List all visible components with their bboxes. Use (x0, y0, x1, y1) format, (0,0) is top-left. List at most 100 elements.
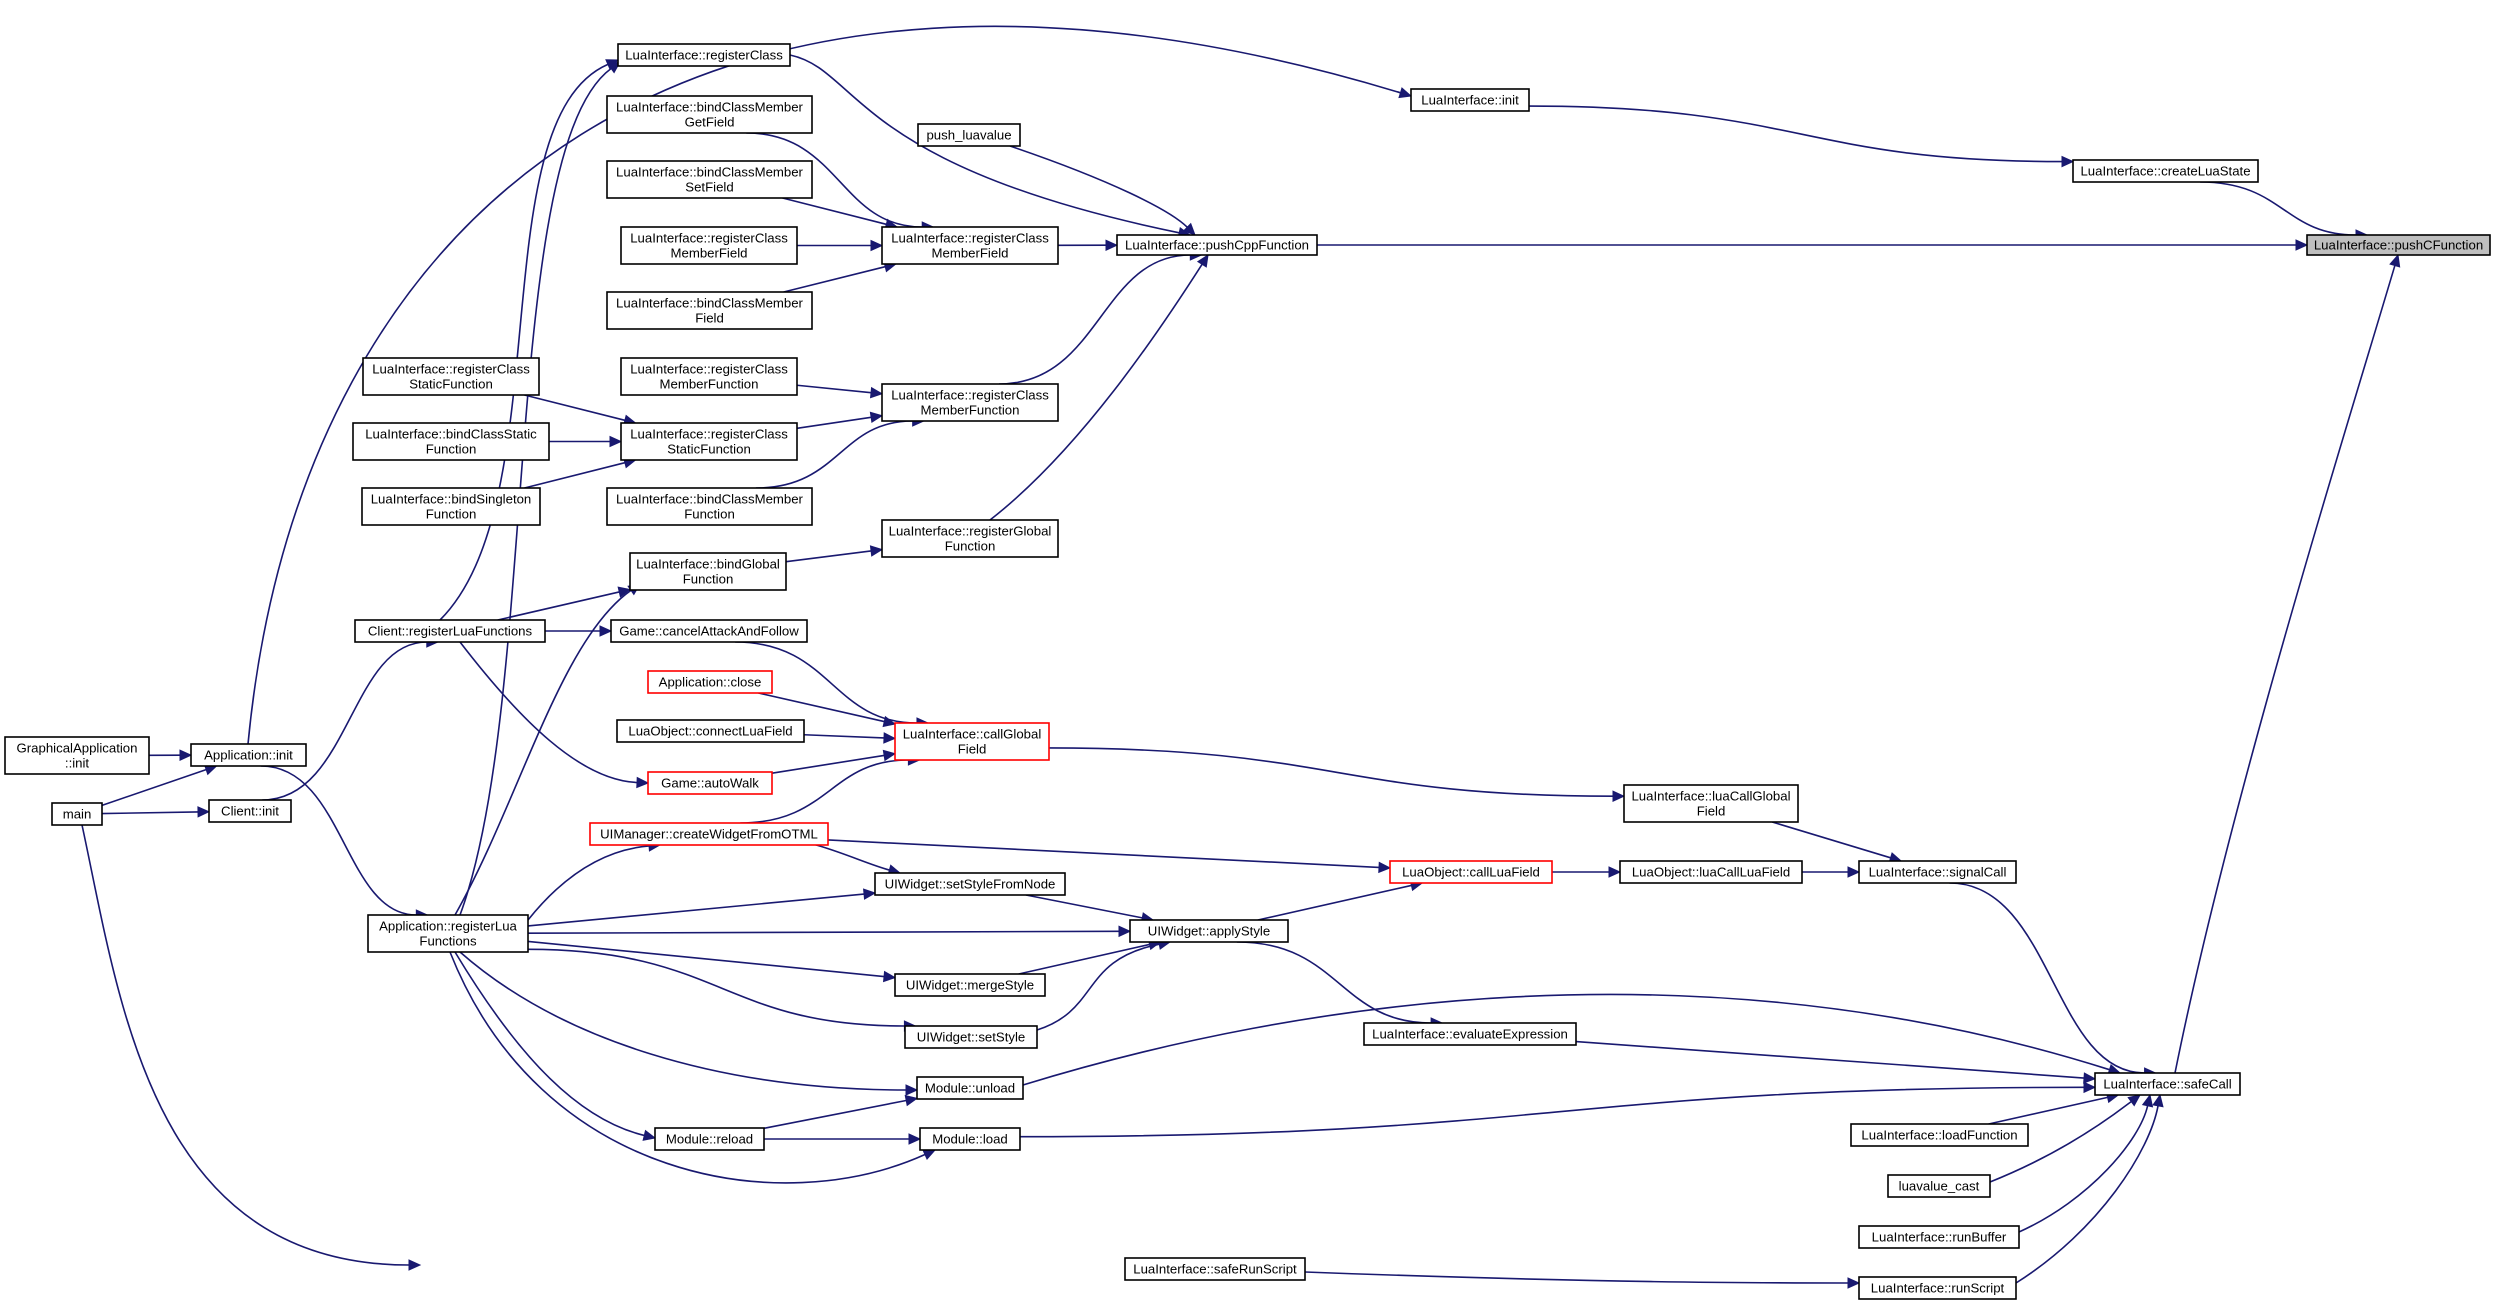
node-box (881, 383, 1059, 422)
node-client-init[interactable]: Client::init (208, 799, 292, 823)
node-label: LuaInterface::evaluateExpression (1372, 1026, 1568, 1041)
edge-line (783, 265, 886, 293)
edge-line (527, 940, 885, 978)
node-run-script[interactable]: LuaInterface::runScript (1858, 1276, 2017, 1300)
node-ui-create-widget[interactable]: UIManager::createWidgetFromOTML (589, 822, 829, 846)
node-evaluate-expression[interactable]: LuaInterface::evaluateExpression (1363, 1022, 1577, 1046)
edge-line (527, 845, 650, 921)
node-auto-walk[interactable]: Game::autoWalk (647, 771, 773, 795)
node-set-style[interactable]: UIWidget::setStyle (904, 1025, 1038, 1049)
arrowhead-icon (636, 776, 650, 789)
node-push-cfunction[interactable]: LuaInterface::pushCFunction (2306, 234, 2491, 256)
node-label: LuaInterface::bindGlobal (636, 556, 780, 571)
edge-line (1019, 1086, 2085, 1138)
node-lua-call-lua-field[interactable]: LuaObject::luaCallLuaField (1619, 860, 1803, 884)
edge-evaluate-expression-to-safe-call (1575, 1040, 2097, 1084)
node-box (647, 670, 773, 694)
arrowhead-icon (1196, 253, 1209, 268)
node-luavalue-cast[interactable]: luavalue_cast (1887, 1174, 1991, 1198)
node-signal-call[interactable]: LuaInterface::signalCall (1858, 860, 2017, 884)
node-box (1858, 860, 2017, 884)
node-label: LuaInterface::bindClassStatic (365, 426, 537, 441)
edge-reg-global-function-to-push-cpp-function (989, 253, 1209, 521)
node-label: Field (695, 310, 724, 325)
node-app-init[interactable]: Application::init (190, 743, 307, 767)
edge-push-cpp-function-to-push-cfunction (1317, 239, 2309, 251)
node-label: Module::unload (925, 1080, 1015, 1095)
node-safe-run-script[interactable]: LuaInterface::safeRunScript (1124, 1257, 1306, 1281)
node-module-unload[interactable]: Module::unload (916, 1076, 1024, 1100)
node-module-load[interactable]: Module::load (919, 1127, 1021, 1151)
node-module-reload[interactable]: Module::reload (654, 1127, 765, 1151)
node-label: luavalue_cast (1899, 1178, 1980, 1193)
node-main[interactable]: main (51, 802, 103, 826)
node-box (354, 619, 546, 643)
edge-line (782, 197, 887, 226)
node-box (620, 357, 798, 396)
node-label: MemberField (932, 245, 1009, 260)
edge-bind-cmfield-to-reg-class-member-field (783, 261, 898, 293)
edge-push-luavalue-to-push-cpp-function (1009, 145, 1196, 236)
node-label: UIWidget::setStyleFromNode (885, 876, 1056, 891)
node-cancel-attack[interactable]: Game::cancelAttackAndFollow (610, 619, 808, 643)
node-call-lua-field[interactable]: LuaObject::callLuaField (1389, 860, 1553, 884)
node-create-lua-state[interactable]: LuaInterface::createLuaState (2072, 159, 2259, 183)
node-reg-csf2[interactable]: LuaInterface::registerClassStaticFunctio… (362, 357, 540, 396)
edge-line (755, 420, 913, 489)
node-lua-init[interactable]: LuaInterface::init (1410, 88, 1530, 112)
arrowhead-icon (1378, 861, 1392, 874)
edge-line (524, 461, 626, 489)
arrowhead-icon (1398, 87, 1413, 99)
node-box (51, 802, 103, 826)
node-label: LuaInterface::safeCall (2103, 1076, 2231, 1091)
node-client-reg-lua[interactable]: Client::registerLuaFunctions (354, 619, 546, 643)
node-label: LuaInterface::registerGlobal (889, 523, 1052, 538)
node-load-function[interactable]: LuaInterface::loadFunction (1850, 1123, 2029, 1147)
node-apply-style[interactable]: UIWidget::applyStyle (1129, 919, 1289, 943)
edge-line (262, 641, 427, 801)
node-safe-call[interactable]: LuaInterface::safeCall (2094, 1072, 2241, 1096)
node-merge-style[interactable]: UIWidget::mergeStyle (894, 973, 1046, 997)
node-reg-class-static-function[interactable]: LuaInterface::registerClassStaticFunctio… (620, 422, 798, 461)
edge-line (497, 591, 620, 621)
node-set-style-from-node[interactable]: UIWidget::setStyleFromNode (874, 872, 1066, 896)
edge-safe-run-script-to-run-script (1304, 1271, 1861, 1289)
edge-line (260, 765, 417, 916)
node-register-class[interactable]: LuaInterface::registerClass (617, 43, 791, 67)
node-label: LuaInterface::pushCppFunction (1125, 237, 1309, 252)
node-app-reg-lua[interactable]: Application::registerLuaFunctions (367, 914, 529, 953)
edge-line (101, 768, 207, 807)
edge-bind-class-static-function-to-reg-class-static-function (549, 435, 623, 448)
arrowhead-icon (599, 625, 613, 637)
node-reg-cmfunction2[interactable]: LuaInterface::registerClassMemberFunctio… (620, 357, 798, 396)
edge-create-lua-state-to-push-cfunction (2200, 181, 2369, 241)
node-run-buffer[interactable]: LuaInterface::runBuffer (1858, 1225, 2020, 1249)
node-push-luavalue[interactable]: push_luavalue (917, 123, 1021, 147)
node-label: Field (958, 741, 987, 756)
edge-set-style-from-node-to-apply-style (1025, 894, 1155, 924)
node-box (894, 722, 1050, 761)
node-graphical-init[interactable]: GraphicalApplication::init (4, 736, 150, 775)
node-connect-lua-field[interactable]: LuaObject::connectLuaField (616, 719, 805, 743)
edge-line (101, 811, 199, 815)
edge-bind-cmset-field-to-reg-class-member-field (782, 197, 899, 230)
edge-luavalue-cast-to-safe-call (1989, 1094, 2141, 1183)
edge-apply-style-to-evaluate-expression (1236, 941, 1444, 1029)
edge-main-to-client-init (101, 806, 211, 818)
node-reg-class-member-function[interactable]: LuaInterface::registerClassMemberFunctio… (881, 383, 1059, 422)
node-box (606, 95, 813, 134)
node-push-cpp-function[interactable]: LuaInterface::pushCppFunction (1116, 234, 1318, 256)
node-app-close[interactable]: Application::close (647, 670, 773, 694)
